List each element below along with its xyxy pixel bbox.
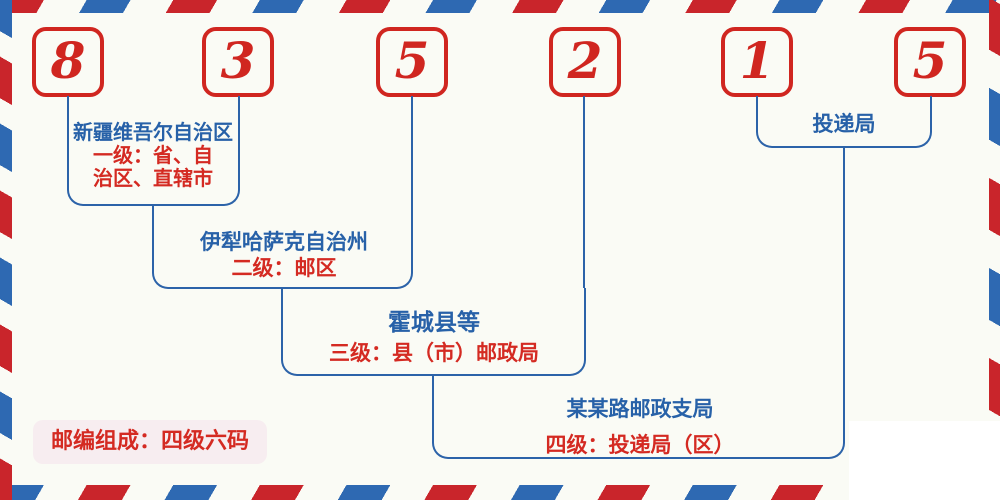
postal-digit-box-5: 1: [721, 27, 793, 97]
annotation-level2-name: 伊犁哈萨克自治州: [200, 230, 368, 254]
digit-value: 5: [394, 31, 430, 90]
connector-line-delivery-to-level4: [843, 147, 845, 375]
airmail-border-bottom: [0, 485, 1000, 500]
annotation-level1-desc-line2: 治区、直辖市: [93, 166, 213, 190]
digit-value: 5: [912, 31, 948, 90]
connector-line-digit3: [411, 96, 413, 205]
airmail-border-right: [989, 0, 1000, 500]
annotation-level3-name: 霍城县等: [388, 310, 480, 336]
composition-badge-label: 邮编组成：四级六码: [51, 429, 250, 454]
digit-value: 3: [220, 31, 256, 90]
annotation-level2-desc: 二级：邮区: [231, 256, 337, 280]
bottom-right-white-patch: [849, 421, 1000, 500]
annotation-level1: 新疆维吾尔自治区 一级：省、自 治区、直辖市: [73, 121, 233, 190]
annotation-level1-name: 新疆维吾尔自治区: [73, 120, 233, 144]
composition-badge: 邮编组成：四级六码: [33, 420, 268, 464]
connector-bracket-level4: [432, 375, 845, 459]
postal-digit-box-4: 2: [549, 27, 621, 97]
annotation-delivery: 投递局: [813, 108, 876, 138]
postal-digit-box-3: 5: [376, 27, 448, 97]
postal-digit-box-6: 5: [894, 27, 966, 97]
annotation-delivery-name: 投递局: [812, 112, 876, 136]
annotation-level4: 某某路邮政支局 四级：投递局（区）: [546, 391, 735, 463]
digit-value: 1: [739, 31, 775, 90]
digit-value: 8: [50, 31, 86, 90]
airmail-border-top: [0, 0, 1000, 13]
annotation-level4-name: 某某路邮政支局: [566, 397, 714, 421]
annotation-level1-desc-line1: 一级：省、自: [93, 143, 213, 167]
annotation-level3-desc: 三级：县（市）邮政局: [329, 341, 539, 365]
postal-digit-box-2: 3: [202, 27, 274, 97]
connector-line-digit4: [583, 96, 585, 288]
annotation-level3: 霍城县等 三级：县（市）邮政局: [329, 308, 539, 368]
airmail-border-left: [0, 0, 12, 500]
postal-digit-box-1: 8: [32, 27, 104, 97]
annotation-level2: 伊犁哈萨克自治州 二级：邮区: [200, 229, 368, 281]
digit-value: 2: [567, 31, 603, 90]
annotation-level4-desc: 四级：投递局（区）: [545, 433, 735, 457]
